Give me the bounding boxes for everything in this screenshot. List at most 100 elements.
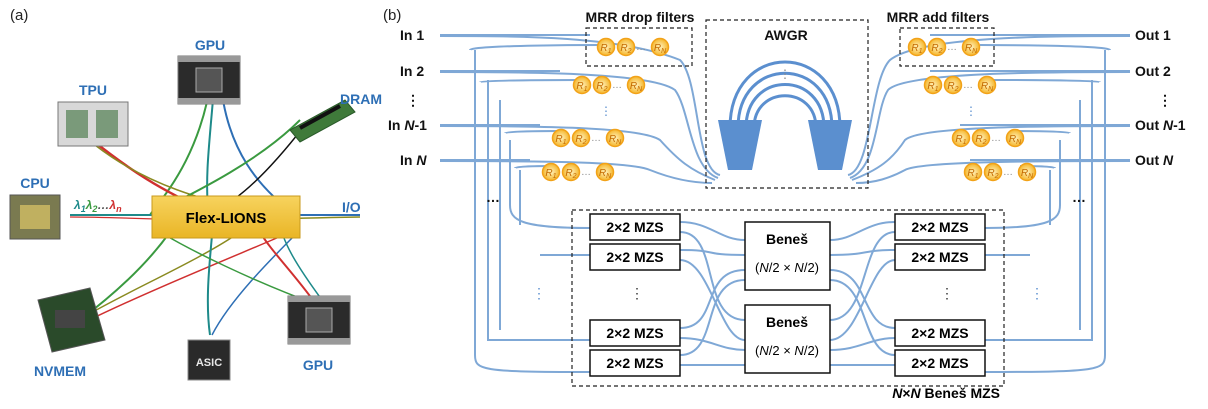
mzs-switch: 2×2 MZS [589, 243, 681, 271]
out-n-1-suffix: -1 [1173, 117, 1186, 133]
mzs-box [589, 349, 681, 377]
ring-drop-4-2 [561, 162, 581, 182]
ring-label-add-1-2: R2 [931, 43, 942, 55]
gpu-bottom-label: GPU [303, 357, 333, 373]
ring-add-1-1 [907, 37, 927, 57]
hub-label: Flex-LIONS [186, 210, 267, 227]
ring-drop-4-1 [541, 162, 561, 182]
ring-label-add-1-1: R1 [911, 43, 922, 55]
ring-sub: 1 [919, 48, 923, 55]
tpu-chip [57, 101, 129, 147]
benes-top-num-2: N [794, 260, 804, 275]
ring-drop-1-3 [650, 37, 670, 57]
ring-sub: 2 [582, 139, 587, 146]
ring-label-add-2-3: RN [981, 81, 994, 93]
ring-sub: 1 [563, 139, 567, 146]
ring-letter: R [947, 81, 954, 92]
awgr-arcs [728, 60, 842, 129]
ring-letter: R [555, 134, 562, 145]
mzs-switch: 2×2 MZS [894, 349, 986, 377]
lambda-n-sub: n [116, 204, 122, 214]
benes-bottom-num-2: N [794, 343, 804, 358]
mzs-label: 2×2 MZS [606, 219, 663, 235]
ring-letter: R [620, 43, 627, 54]
in-n-var: N [416, 152, 427, 168]
mzs-switch: 2×2 MZS [589, 213, 681, 241]
in-n-1-var: N [404, 117, 415, 133]
mzs-label: 2×2 MZS [911, 325, 968, 341]
ring-sub: 2 [982, 139, 987, 146]
panel-a-label: (a) [10, 7, 28, 24]
dram-label: DRAM [340, 91, 382, 107]
mzs-label: 2×2 MZS [606, 249, 663, 265]
benes-top-times: × [783, 260, 791, 275]
io-label: I/O [342, 199, 361, 215]
in-n-1-prefix: In [388, 117, 404, 133]
lambda-n: λ [108, 198, 116, 212]
benes-mzs-box [571, 209, 1005, 387]
caption-rest: Beneš MZS [921, 385, 1000, 401]
ring-sub: N [606, 173, 612, 180]
awgr-left-coupler [718, 120, 762, 170]
caption-n-2: N [911, 385, 922, 401]
out-n-1-label: Out N-1 [1135, 117, 1186, 133]
mzs-box [894, 349, 986, 377]
awgr-vdots: ⋮ [779, 67, 791, 81]
out-n-prefix: Out [1135, 152, 1163, 168]
in-n-prefix: In [400, 152, 416, 168]
lambda-dots: … [97, 198, 109, 212]
ring-label-add-2-1: R1 [927, 81, 938, 93]
ring-letter: R [630, 81, 637, 92]
ring-letter: R [911, 43, 918, 54]
gpu-top-chip [177, 55, 241, 105]
lambda-1-sub: 1 [81, 204, 86, 214]
ring-label-add-4-1: R1 [967, 168, 978, 180]
ring-letter: R [975, 134, 982, 145]
ring-letter: R [967, 168, 974, 179]
ring-add-2-2 [943, 75, 963, 95]
ring-sub: 1 [584, 86, 588, 93]
ring-letter: R [654, 43, 661, 54]
mzs-label: 2×2 MZS [606, 355, 663, 371]
ring-label-add-2-2: R2 [947, 81, 958, 93]
ring-sub: 2 [572, 173, 577, 180]
benes-top-label: Beneš [766, 231, 808, 247]
ring-letter: R [927, 81, 934, 92]
drop-filters-title: MRR drop filters [586, 9, 695, 25]
ring-letter: R [965, 43, 972, 54]
mzs-box [894, 319, 986, 347]
mzs-box [894, 243, 986, 271]
cpu-label: CPU [20, 175, 50, 191]
benes-bottom-times: × [783, 343, 791, 358]
benes-bottom: Beneš (N/2 × N/2) [744, 304, 831, 374]
mzs-box [589, 243, 681, 271]
out-vdots: ⋮ [1158, 92, 1172, 108]
ring-letter: R [1021, 168, 1028, 179]
benes-bottom-den-1: 2 [772, 343, 779, 358]
benes-bottom-num-1: N [759, 343, 769, 358]
ring-label-drop-1-3: RN [654, 43, 667, 55]
benes-top-den-1: 2 [772, 260, 779, 275]
ring-label-drop-3-3: RN [609, 134, 622, 146]
awgr-right-coupler [808, 120, 852, 170]
ring-dots-add-1: … [947, 42, 957, 53]
ring-add-4-2 [983, 162, 1003, 182]
ring-add-3-2 [971, 128, 991, 148]
ring-letter: R [1009, 134, 1016, 145]
ring-label-drop-4-2: R2 [565, 168, 576, 180]
ring-letter: R [987, 168, 994, 179]
ring-sub: 1 [935, 86, 939, 93]
gpu-top-label: GPU [195, 37, 225, 53]
ring-dots-drop-1: … [636, 42, 646, 53]
benes-mzs-caption: N×N Beneš MZS [892, 385, 1000, 401]
awgr-title: AWGR [764, 27, 808, 43]
left-hdots: … [486, 189, 500, 205]
dram-chip [289, 99, 356, 143]
ring-sub: N [661, 48, 667, 55]
